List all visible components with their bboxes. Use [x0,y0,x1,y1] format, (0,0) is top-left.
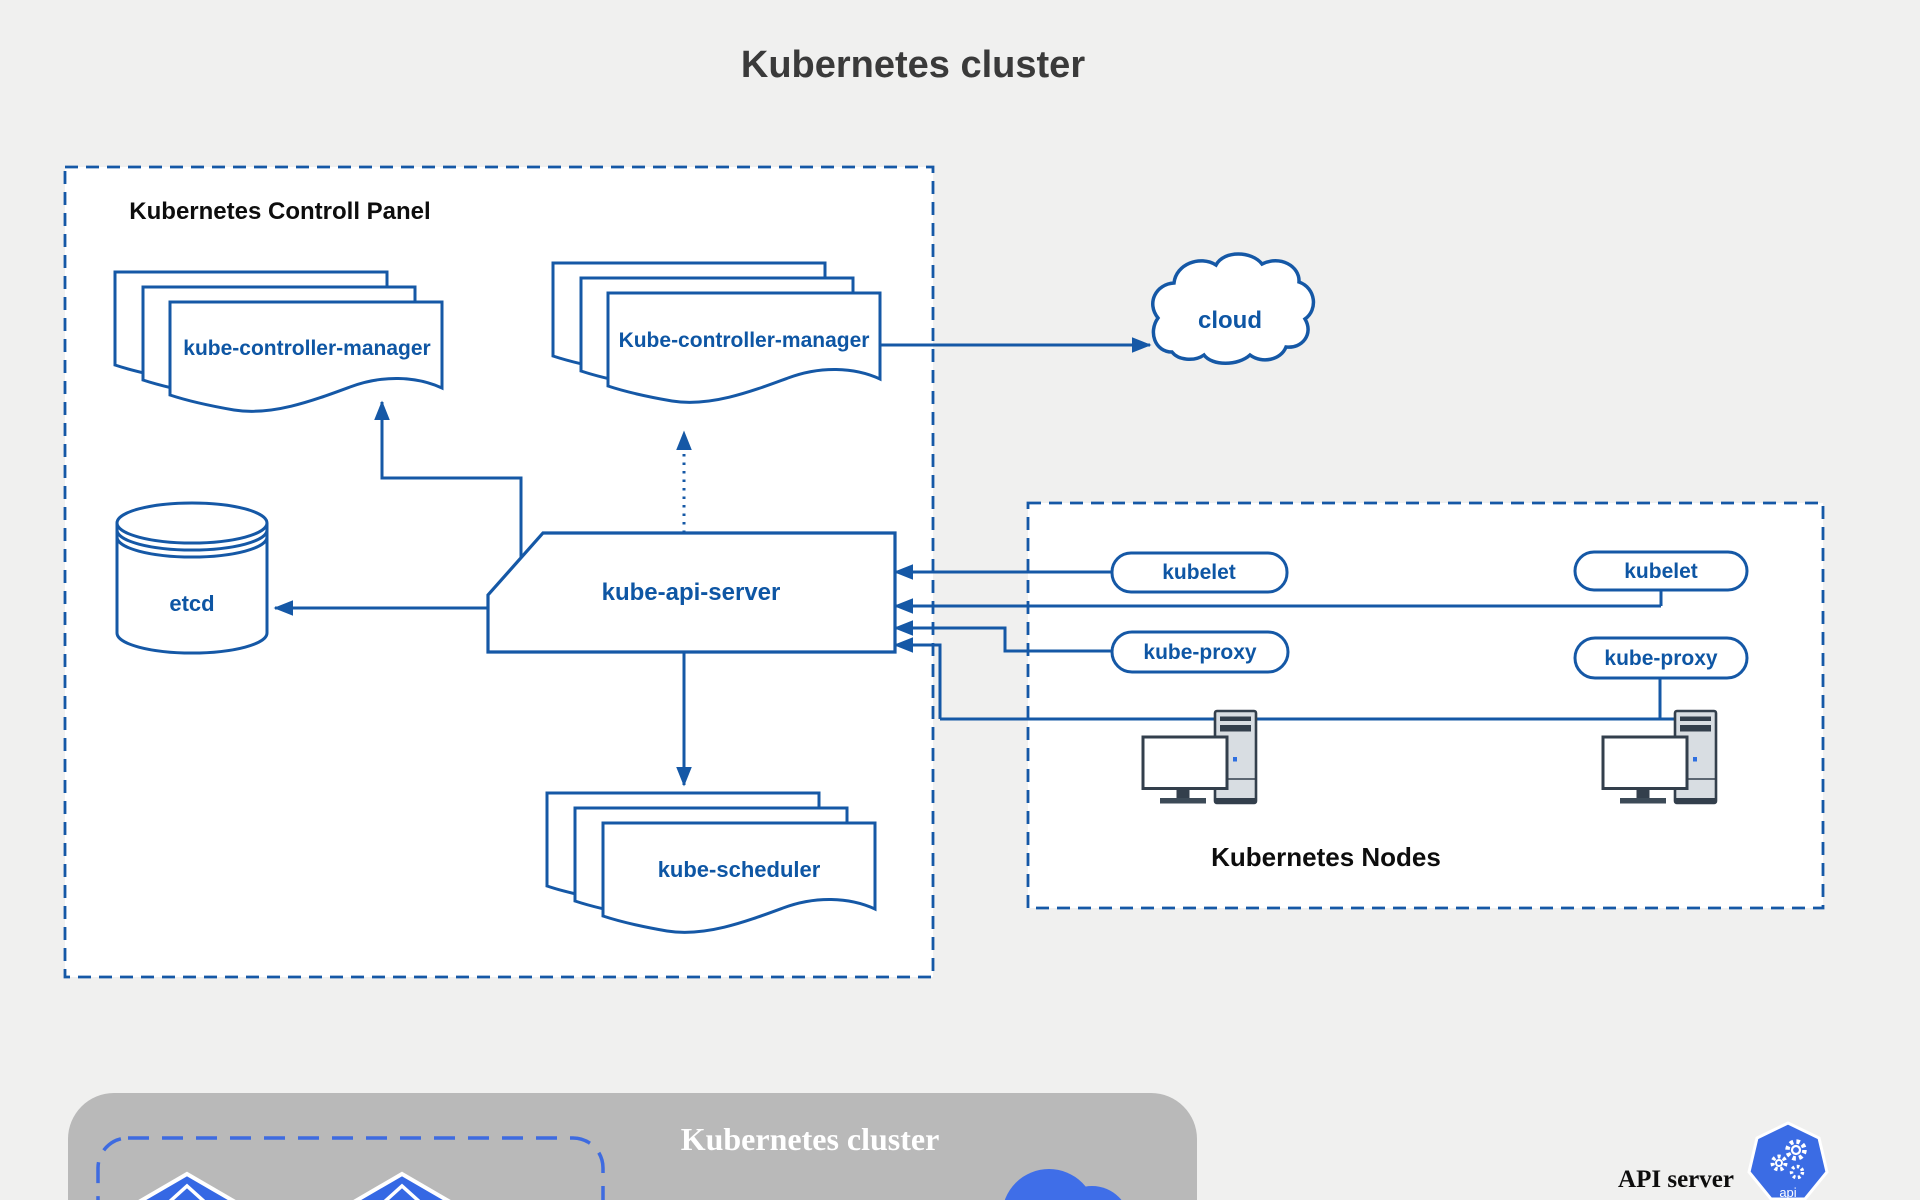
main-title: Kubernetes cluster [741,44,1085,86]
kube-controller-manager-label: kube-controller-manager [183,337,430,360]
api-server-icon: api [1747,1121,1829,1200]
bottom-cloud-icon [1004,1169,1122,1200]
kubernetes-logo-hexagon-icon-2 [353,1171,451,1200]
arrow-api-to-controller-manager [374,400,523,559]
kubelet-pill-right [1573,550,1749,592]
control-panel-title: Kubernetes Controll Panel [129,198,430,225]
line-kube-proxy-right-drop [940,678,1690,721]
kubernetes-logo-hexagon-icon [138,1171,236,1200]
kube-proxy-pill-left [1110,630,1290,674]
gear-icon [1770,1139,1807,1180]
etcd-database-icon [115,501,269,655]
kube-controller-manager-label-2: Kube-controller-manager [619,329,870,352]
kube-proxy-right-label: kube-proxy [1604,647,1718,670]
kubelet-right-label: kubelet [1624,560,1698,583]
bottom-cluster-title: Kubernetes cluster [681,1121,940,1157]
kube-api-server-shape [486,531,897,654]
connector-arrows [273,337,1690,787]
bottom-dashed-box [96,1136,605,1200]
cluster-container-box [68,1093,1197,1200]
kubelet-left-label: kubelet [1162,561,1236,584]
arrow-kube-proxy-left-to-api [893,620,1112,653]
kube-proxy-left-label: kube-proxy [1143,641,1257,664]
kube-scheduler-label: kube-scheduler [658,857,821,882]
kube-proxy-pill-right [1573,636,1749,680]
kubelet-pill-left [1110,551,1289,594]
arrow-kube-proxy-right-to-api [893,637,942,719]
api-server-label: API server [1618,1166,1734,1193]
etcd-label: etcd [169,591,214,616]
cloud-label: cloud [1198,307,1262,334]
kube-api-server-label: kube-api-server [602,579,781,606]
api-badge-label: api [1779,1185,1796,1200]
kubernetes-nodes-title: Kubernetes Nodes [1211,842,1441,872]
cloud-shape [1151,252,1316,365]
